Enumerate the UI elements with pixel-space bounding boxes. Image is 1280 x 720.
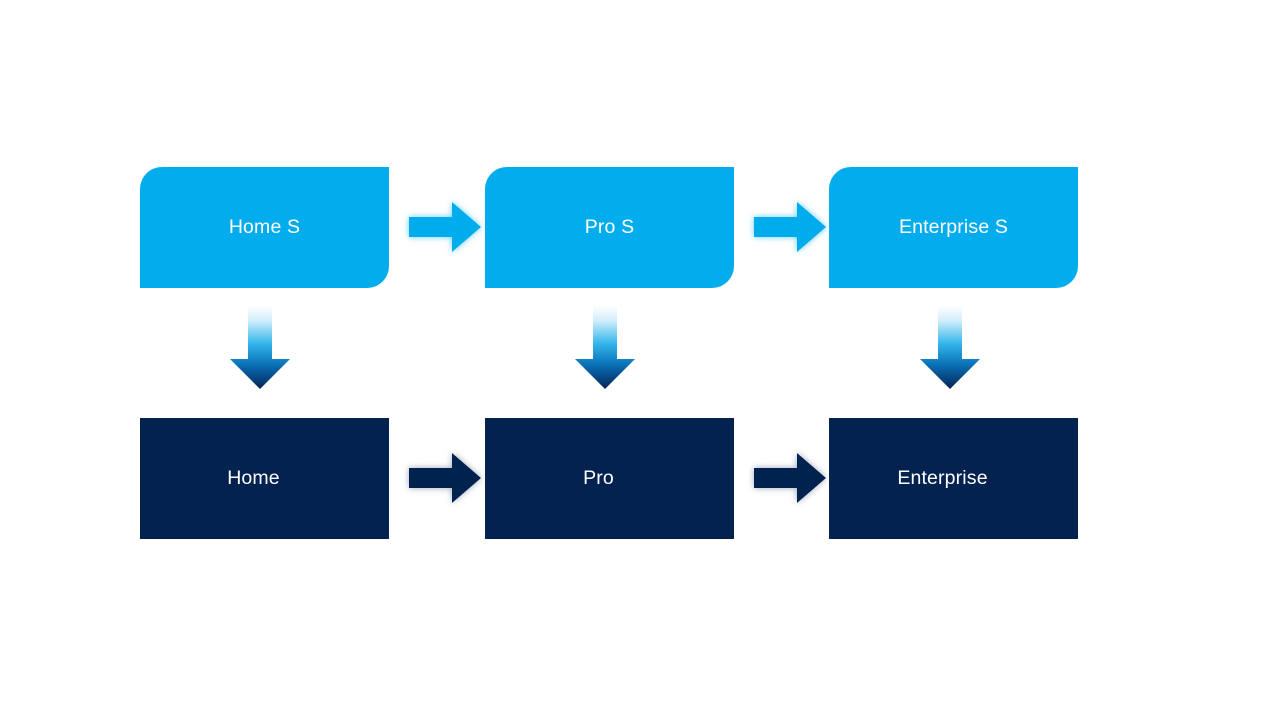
node-label: Pro S: [584, 215, 635, 238]
arrow-right-icon-pro-to-enterprise: [746, 447, 832, 509]
node-home-s[interactable]: Home S: [140, 167, 389, 288]
arrow-right-icon-home-to-pro: [401, 447, 487, 509]
node-home[interactable]: Home: [140, 418, 389, 539]
node-pro[interactable]: Pro: [485, 418, 734, 539]
arrow-right-icon-home-s-to-pro-s: [401, 196, 487, 258]
arrow-down-icon-enterprise-s-to-enterprise: [914, 303, 986, 393]
arrow-down-icon-pro-s-to-pro: [569, 303, 641, 393]
node-label: Home: [227, 466, 280, 489]
node-label: Pro: [583, 466, 614, 489]
node-enterprise[interactable]: Enterprise: [829, 418, 1078, 539]
node-label: Enterprise S: [898, 215, 1009, 238]
node-label: Enterprise: [897, 466, 988, 489]
arrow-right-icon-pro-s-to-enterprise-s: [746, 196, 832, 258]
node-enterprise-s[interactable]: Enterprise S: [829, 167, 1078, 288]
arrow-down-icon-home-s-to-home: [224, 303, 296, 393]
node-pro-s[interactable]: Pro S: [485, 167, 734, 288]
node-label: Home S: [228, 215, 301, 238]
